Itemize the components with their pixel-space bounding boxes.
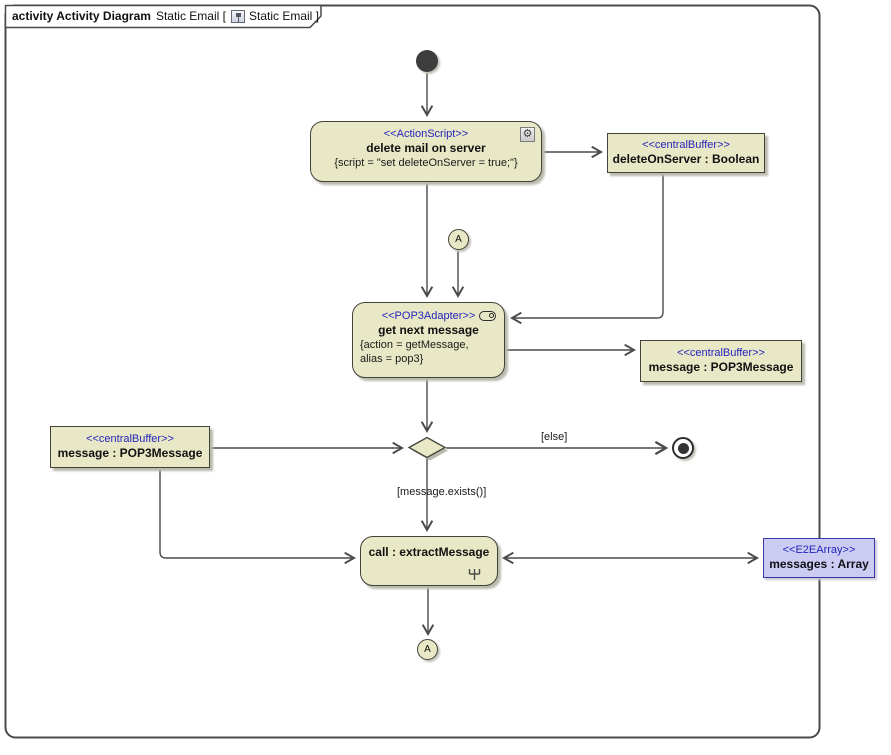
action-delete-mail-on-server[interactable]: <<ActionScript>> delete mail on server {… bbox=[310, 121, 542, 182]
guard-else: [else] bbox=[541, 431, 568, 443]
stereotype-label: <<centralBuffer>> bbox=[642, 139, 730, 151]
action-title: get next message bbox=[378, 323, 479, 337]
edge-buffer-to-get[interactable] bbox=[509, 173, 664, 325]
connector-label: A bbox=[455, 234, 462, 245]
central-buffer-message-right[interactable]: <<centralBuffer>> message : POP3Message bbox=[640, 340, 802, 382]
stereotype-label: <<POP3Adapter>> bbox=[381, 310, 476, 322]
adapter-icon bbox=[479, 311, 496, 321]
stereotype-label: <<ActionScript>> bbox=[383, 128, 469, 140]
action-script-line2: alias = pop3} bbox=[360, 353, 424, 365]
activity-final-node[interactable] bbox=[672, 437, 694, 459]
edge-left-buffer-to-call[interactable] bbox=[159, 469, 357, 565]
connector-a-bottom[interactable]: A bbox=[417, 639, 438, 660]
action-title: delete mail on server bbox=[366, 141, 486, 155]
stereotype-label: <<E2EArray>> bbox=[782, 544, 856, 556]
activity-frame[interactable] bbox=[4, 4, 821, 739]
gear-icon: ⚙ bbox=[520, 127, 535, 142]
stereotype-label: <<centralBuffer>> bbox=[677, 347, 765, 359]
connector-label: A bbox=[424, 644, 431, 655]
buffer-title: message : POP3Message bbox=[648, 360, 794, 374]
buffer-title: message : POP3Message bbox=[57, 446, 203, 460]
frame-title-name: Static Email [ bbox=[155, 9, 226, 23]
central-buffer-message-left[interactable]: <<centralBuffer>> message : POP3Message bbox=[50, 426, 210, 468]
rake-icon bbox=[468, 569, 481, 580]
array-messages[interactable]: <<E2EArray>> messages : Array bbox=[763, 538, 875, 578]
initial-node[interactable] bbox=[416, 50, 438, 72]
decision-node[interactable] bbox=[407, 436, 447, 459]
final-node-dot bbox=[677, 442, 689, 454]
action-get-next-message[interactable]: <<POP3Adapter>> get next message {action… bbox=[352, 302, 505, 378]
frame-title: activity Activity Diagram Static Email [… bbox=[12, 8, 319, 24]
action-call-extract-message[interactable]: call : extractMessage bbox=[360, 536, 498, 586]
action-title: call : extractMessage bbox=[368, 545, 490, 559]
frame-title-ref: Static Email ] bbox=[248, 9, 320, 23]
stereotype-label: <<centralBuffer>> bbox=[86, 433, 174, 445]
action-script: {script = "set deleteOnServer = true;"} bbox=[334, 157, 518, 169]
action-script-line1: {action = getMessage, bbox=[360, 339, 469, 351]
frame-title-keyword: activity Activity Diagram bbox=[12, 9, 151, 23]
diagram-icon bbox=[230, 9, 245, 23]
array-title: messages : Array bbox=[769, 557, 869, 571]
central-buffer-delete-on-server[interactable]: <<centralBuffer>> deleteOnServer : Boole… bbox=[607, 133, 765, 173]
connector-a-top[interactable]: A bbox=[448, 229, 469, 250]
guard-message-exists: [message.exists()] bbox=[397, 486, 487, 498]
buffer-title: deleteOnServer : Boolean bbox=[612, 152, 760, 166]
